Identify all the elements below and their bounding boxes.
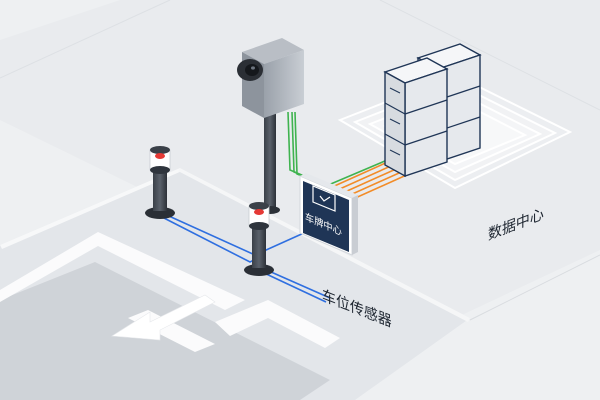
- lane-line-lower: [215, 300, 340, 348]
- sensor-led-1: [155, 153, 165, 159]
- server-rack-left: [383, 57, 449, 178]
- lane-line-upper: [0, 232, 245, 310]
- bollard-sensor-icon: [244, 202, 274, 276]
- plate-center-box: 车牌中心: [299, 173, 358, 256]
- sensor-led-2: [254, 209, 264, 215]
- camera-icon: [237, 38, 304, 118]
- screen-icon: [312, 185, 336, 212]
- bollard-sensor-icon: [145, 146, 175, 219]
- lane-arrow-icon: [111, 294, 216, 341]
- server-rack-icon: [383, 43, 482, 178]
